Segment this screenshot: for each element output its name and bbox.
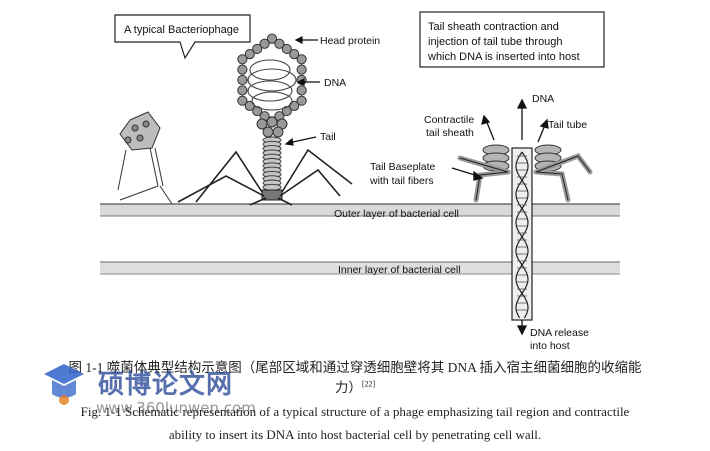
inner-membrane — [100, 261, 620, 275]
label-head-protein: Head protein — [320, 35, 380, 47]
arrows-left — [284, 36, 320, 146]
box-line-3: which DNA is inserted into host — [427, 51, 580, 63]
caption-cn-line2: 力） — [334, 380, 362, 395]
box-tail-contraction: Tail sheath contraction and injection of… — [419, 11, 605, 68]
caption-en-line1: Fig. 1-1 Schematic representation of a t… — [80, 404, 630, 419]
label-tail: Tail — [320, 131, 336, 143]
arrows-right — [451, 98, 549, 336]
baseplate-legs-outline — [459, 155, 591, 201]
label-outer-layer: Outer layer of bacterial cell — [334, 208, 459, 220]
box-line-2: injection of tail tube through — [428, 36, 563, 48]
label-inner-layer: Inner layer of bacterial cell — [338, 264, 461, 276]
capsid-head — [237, 33, 307, 127]
dna-helix — [515, 151, 529, 319]
caption-cn-ref: [22] — [361, 379, 376, 389]
label-baseplate-2: with tail fibers — [369, 175, 434, 187]
injecting-phage — [457, 144, 593, 321]
collar — [256, 116, 288, 138]
label-baseplate-1: Tail Baseplate — [370, 161, 436, 173]
box-typical-phage: A typical Bacteriophage — [114, 14, 251, 60]
label-tail-tube: Tail tube — [548, 119, 587, 131]
tail-sheath — [262, 136, 282, 191]
main-phage — [177, 33, 353, 206]
tail-fibers — [177, 148, 353, 206]
label-contractile-1: Contractile — [424, 114, 474, 126]
caption-cn-line2-wrap: 力）[22] — [0, 376, 710, 396]
label-dna-left: DNA — [324, 77, 346, 89]
box-line-1: Tail sheath contraction and — [428, 21, 559, 33]
small-phage — [117, 111, 173, 205]
dna-coil-left — [247, 59, 297, 111]
label-contractile-2: tail sheath — [426, 127, 474, 139]
caption-en-line2: ability to insert its DNA into host bact… — [168, 427, 542, 442]
label-dna-release-1: DNA release — [530, 327, 589, 339]
box-typical-phage-text: A typical Bacteriophage — [124, 24, 239, 36]
outer-membrane — [100, 203, 620, 217]
caption-cn-line1: 图 1-1 噬菌体典型结构示意图（尾部区域和通过穿透细胞壁将其 DNA 插入宿主… — [68, 360, 642, 375]
label-dna-right: DNA — [532, 93, 554, 105]
label-dna-release-2: into host — [530, 340, 570, 352]
